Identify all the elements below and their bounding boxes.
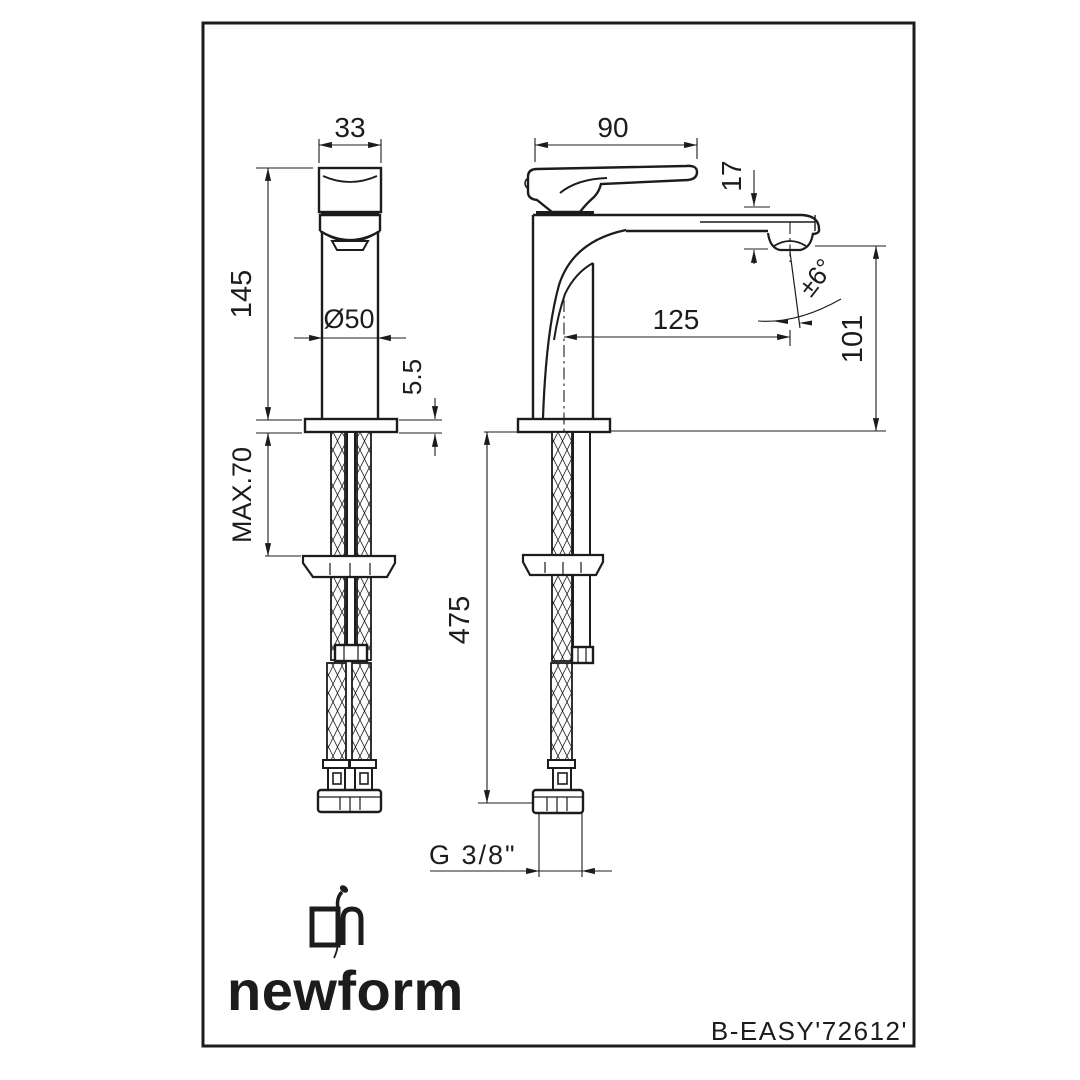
dim-max70-extensions: [256, 432, 302, 557]
front-hose-right: [356, 431, 372, 661]
logo-tail: [333, 929, 340, 959]
dim-101-label: 101: [837, 315, 869, 363]
side-handle-base-band: [536, 211, 594, 215]
dim-145-label: 145: [226, 270, 258, 318]
side-spout-sweep-curve: [541, 228, 627, 419]
front-spout-arc-outer: [319, 230, 381, 241]
front-handle-cap: [317, 166, 383, 214]
dim-55-label: 5.5: [397, 359, 427, 395]
dim-475-label: 475: [444, 596, 476, 644]
side-handle-lever: [526, 164, 699, 214]
front-spout-collar: [318, 213, 382, 231]
front-lower-hose-left: [326, 662, 347, 761]
faucet-front-view: [301, 166, 399, 814]
logo-drop-icon: [339, 885, 349, 893]
front-deck-flange: [303, 417, 399, 434]
side-rod-nut: [570, 645, 595, 665]
side-connector-hole: [557, 772, 568, 785]
dim-thread-extensions: [538, 813, 583, 877]
side-hose-end-nut: [531, 788, 585, 815]
front-hose-collar-right: [349, 759, 377, 769]
newform-logo: newform: [227, 885, 464, 1022]
front-view-dimensions: 33 145 MAX.70 Ø50 5.5: [226, 112, 442, 557]
dim-125-label: 125: [653, 304, 700, 335]
angle-arrow-2: [799, 320, 812, 326]
side-handle-knob-bump: [524, 177, 529, 190]
dim-145-extensions: [256, 167, 313, 421]
dim-55-extensions: [399, 419, 442, 434]
dim-17-label: 17: [716, 160, 747, 191]
side-view-dimensions: 90 17 125 ±6° 101 475 G 3/8": [429, 112, 886, 877]
front-rod-nut: [333, 643, 369, 663]
side-handle-form-line: [559, 177, 608, 194]
side-hose-collar: [547, 759, 576, 769]
model-code-label: B-EASY'72612': [711, 1016, 908, 1046]
logo-stem: [335, 890, 344, 910]
drawing-border-frame: [201, 21, 916, 1048]
front-body-column: [320, 231, 380, 419]
side-spout-chamfer: [700, 215, 816, 231]
dim-thread-label: G 3/8": [429, 840, 517, 870]
front-washer-detail: [329, 563, 371, 577]
side-threaded-rod: [572, 431, 591, 648]
front-hose-collar-left: [322, 759, 350, 769]
dim-angle-label: ±6°: [792, 253, 840, 302]
front-rod-nut-flats: [343, 646, 359, 660]
angle-arrow-1: [775, 319, 788, 324]
front-connector-hole-right: [359, 772, 369, 785]
side-body-fillet-curve: [553, 262, 594, 341]
front-handle-cap-curve: [322, 175, 378, 183]
angle-arc: [757, 298, 842, 322]
front-hose-left: [330, 431, 346, 661]
side-hose-end-nut-flats: [533, 796, 583, 812]
dim-max70-label: MAX.70: [227, 447, 257, 543]
logo-left-ring: [309, 906, 341, 948]
side-lower-hose: [550, 662, 573, 761]
side-aerator-dome: [773, 240, 807, 247]
side-washer-detail: [544, 562, 582, 575]
dim-90-label: 90: [597, 112, 628, 143]
side-spout-top: [533, 213, 821, 236]
front-connector-hole-left: [332, 772, 342, 785]
dim-17-extensions: [744, 206, 770, 250]
side-hose: [551, 431, 573, 662]
dim-33-label: 33: [334, 112, 365, 143]
logo-right-arch: [340, 906, 364, 945]
front-mounting-washer: [301, 554, 397, 579]
brand-wordmark: newform: [227, 959, 464, 1022]
front-aerator: [330, 240, 370, 251]
faucet-side-view: [484, 164, 886, 815]
front-lower-hose-right: [351, 662, 372, 761]
front-threaded-rod: [346, 431, 356, 646]
dim-dia50-label: Ø50: [323, 304, 374, 334]
side-rod-nut-flats: [577, 648, 587, 662]
front-hose-end-nut-flats: [318, 796, 381, 811]
front-handle-separator-band: [321, 211, 379, 215]
stream-angle-line: [789, 251, 801, 329]
